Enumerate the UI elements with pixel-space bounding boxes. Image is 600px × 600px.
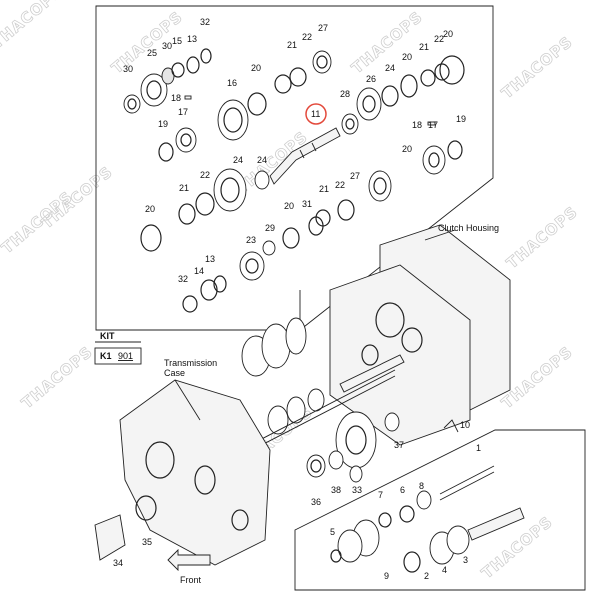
row1-parts xyxy=(123,48,465,175)
part-label: 22 xyxy=(434,34,444,44)
part-label: 19 xyxy=(158,119,168,129)
part-label: 26 xyxy=(366,74,376,84)
part-label: 20 xyxy=(402,52,412,62)
part-label: 29 xyxy=(265,223,275,233)
part-label: 14 xyxy=(194,266,204,276)
lower-gears xyxy=(94,411,400,561)
front-arrow xyxy=(167,548,211,572)
transmission-case xyxy=(119,379,271,566)
part-label: 18 xyxy=(412,120,422,130)
part-label: 20 xyxy=(251,63,261,73)
highlight-ring xyxy=(305,103,327,125)
part-label: 20 xyxy=(284,201,294,211)
watermark: THACOPS xyxy=(18,343,96,413)
part-label: 11 xyxy=(311,109,320,119)
part-callouts: 32 15 25 30 13 30 18 16 20 21 22 27 11 1… xyxy=(113,17,481,581)
part-label: 21 xyxy=(287,40,297,50)
part-label: 23 xyxy=(246,235,256,245)
part-label: 36 xyxy=(311,497,321,507)
watermark: THACOPS xyxy=(0,0,66,52)
part-label: 17 xyxy=(428,120,438,130)
part-label: 20 xyxy=(402,144,412,154)
part-label: 38 xyxy=(331,485,341,495)
watermark: THACOPS xyxy=(503,203,581,273)
part-label: 22 xyxy=(200,170,210,180)
part-label: 3 xyxy=(463,555,468,565)
front-caption: Front xyxy=(180,575,202,585)
main-shaft-11 xyxy=(269,103,341,185)
part-label: 7 xyxy=(378,490,383,500)
part-label: 4 xyxy=(442,565,447,575)
part-label: 32 xyxy=(200,17,210,27)
watermark: THACOPS xyxy=(498,33,576,103)
part-label: 24 xyxy=(257,155,267,165)
transmission-case-caption: Transmission xyxy=(164,358,217,368)
watermark: THACOPS xyxy=(0,188,76,258)
part-label: 8 xyxy=(419,481,424,491)
part-label: 6 xyxy=(400,485,405,495)
part-label: 20 xyxy=(145,204,155,214)
part-label: 27 xyxy=(318,23,328,33)
part-label: 15 xyxy=(172,36,182,46)
row2-parts xyxy=(140,168,392,313)
part-label: 16 xyxy=(227,78,237,88)
detail-frame xyxy=(294,429,586,591)
part-label: 34 xyxy=(113,558,123,568)
part-label: 18 xyxy=(171,93,181,103)
part-label: 20 xyxy=(443,29,453,39)
kit-box xyxy=(94,341,142,365)
part-label: 21 xyxy=(319,184,329,194)
part-label: 24 xyxy=(233,155,243,165)
part-label: 25 xyxy=(147,48,157,58)
part-label: 2 xyxy=(424,571,429,581)
part-label: 13 xyxy=(187,34,197,44)
detail-parts xyxy=(330,419,525,573)
part-label: 13 xyxy=(205,254,215,264)
part-label: 37 xyxy=(394,440,404,450)
part-label: 5 xyxy=(330,527,335,537)
part-label: 33 xyxy=(352,485,362,495)
part-label: 9 xyxy=(384,571,389,581)
part-label: 27 xyxy=(350,171,360,181)
part-label: 22 xyxy=(302,32,312,42)
part-label: 30 xyxy=(162,41,172,51)
gear-cluster xyxy=(241,317,405,452)
part-label: 10 xyxy=(460,420,470,430)
part-label: 17 xyxy=(178,107,188,117)
part-label: 35 xyxy=(142,537,152,547)
kit-number: 901 xyxy=(118,351,133,361)
part-label: 32 xyxy=(178,274,188,284)
part-label: 19 xyxy=(456,114,466,124)
part-label: 1 xyxy=(476,443,481,453)
part-label: 21 xyxy=(419,42,429,52)
part-label: 24 xyxy=(385,63,395,73)
part-label: 21 xyxy=(179,183,189,193)
clutch-housing-caption: Clutch Housing xyxy=(438,223,499,233)
transmission-case-caption-2: Case xyxy=(164,368,185,378)
part-label: 31 xyxy=(302,199,312,209)
part-label: 30 xyxy=(123,64,133,74)
part-label: 22 xyxy=(335,180,345,190)
kit-label: KIT xyxy=(100,331,115,341)
part-label: 28 xyxy=(340,89,350,99)
kit-code: K1 xyxy=(100,351,112,361)
